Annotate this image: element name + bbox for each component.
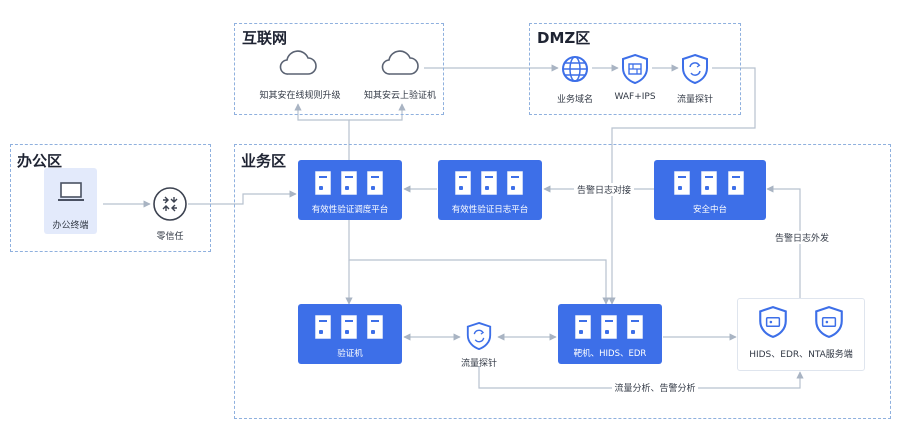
edge-label-alert-out: 告警日志外发 [772,231,832,244]
node-log-platform-label: 有效性验证日志平台 [451,205,529,215]
zone-business-title: 业务区 [241,152,287,170]
node-soc: 安全中台 [654,160,766,220]
zone-office [10,144,211,252]
globe-icon [562,56,588,82]
router-icon [153,187,187,221]
edge-label-traffic-analysis: 流量分析、告警分析 [612,381,698,394]
node-scheduler-label: 有效性验证调度平台 [311,205,389,215]
servers-box [737,298,865,371]
node-log-platform: 有效性验证日志平台 [438,160,542,220]
dmz-domain-label: 业务域名 [556,95,593,105]
zone-internet-title: 互联网 [242,29,288,47]
node-targets-label: 靶机、HIDS、EDR [573,349,647,359]
zero-trust-label: 零信任 [156,232,184,242]
office-terminal-label: 办公终端 [52,221,89,231]
laptop-icon [58,182,84,201]
node-verifier-label: 验证机 [337,349,363,359]
edge-scheduler-targets [348,220,610,305]
cloud1-label: 知其安在线规则升级 [259,91,341,101]
edge-label-alert-connect: 告警日志对接 [574,183,634,196]
node-soc-label: 安全中台 [692,205,727,215]
business-probe-label: 流量探针 [460,359,497,369]
server-shield-icon [759,306,787,338]
zone-internet [234,23,444,115]
cloud2-label: 知其安云上验证机 [363,91,436,101]
edge-scheduler-cloud2 [349,103,406,121]
server-shield-icon [815,306,843,338]
node-verifier: 验证机 [298,304,402,364]
dmz-probe-label: 流量探针 [676,95,713,105]
zone-business [234,144,891,419]
probe-shield-icon [682,53,708,85]
servers-label: HIDS、EDR、NTA服务端 [749,350,853,360]
zone-dmz-title: DMZ区 [537,29,591,47]
edge-servers-soc [766,185,801,298]
cloud-icon [381,50,419,75]
probe-shield-icon [466,321,492,351]
zone-office-title: 办公区 [17,152,63,170]
cloud-icon [279,50,317,75]
node-targets: 靶机、HIDS、EDR [558,304,662,364]
node-scheduler: 有效性验证调度平台 [298,160,402,220]
dmz-waf-label: WAF+IPS [614,92,656,102]
zone-dmz [529,23,741,115]
firewall-shield-icon [622,53,648,85]
edge-scheduler-cloud1 [294,103,350,160]
edge-zerotrust-scheduler [188,190,297,205]
